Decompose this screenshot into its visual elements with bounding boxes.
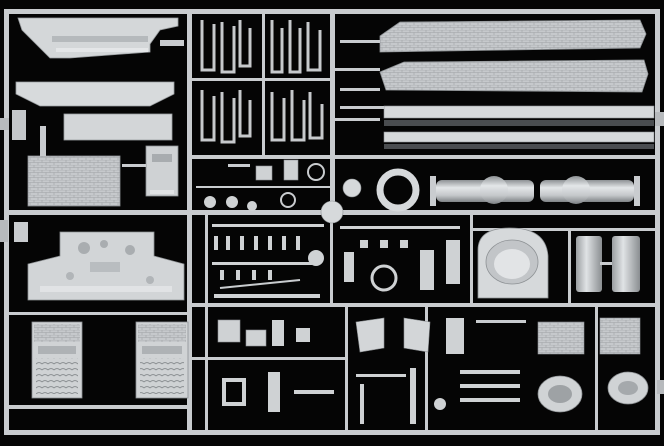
top-left-panels bbox=[12, 17, 184, 207]
cylinder-parts bbox=[430, 176, 640, 206]
handle-parts bbox=[200, 20, 324, 144]
hull-plate-group bbox=[14, 222, 189, 399]
lower-middle-parts bbox=[217, 317, 649, 424]
dark-strip bbox=[384, 120, 654, 126]
upright-cylinders bbox=[576, 236, 640, 292]
middle-small-parts bbox=[212, 224, 460, 298]
small-parts-row bbox=[196, 159, 420, 224]
frame-tabs bbox=[0, 112, 664, 394]
hatched-block bbox=[27, 155, 121, 207]
fender-parts bbox=[340, 19, 655, 149]
turret-ring-part bbox=[477, 227, 549, 299]
